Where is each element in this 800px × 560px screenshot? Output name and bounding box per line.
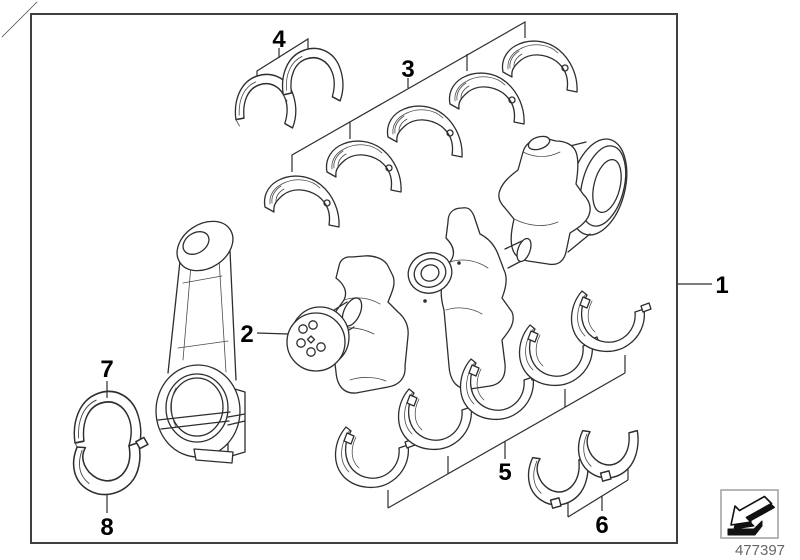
- callout-8[interactable]: 8: [100, 514, 113, 541]
- rod-bearing-shell-lower: [71, 436, 149, 498]
- thrust-washer-lower-1: [527, 456, 589, 509]
- crankshaft: [286, 135, 628, 394]
- corner-fold-mark: [1, 1, 38, 38]
- bracket-callout-6: [567, 466, 629, 518]
- callout-7[interactable]: 7: [100, 356, 113, 383]
- bearing-shell-upper-3: [386, 105, 463, 158]
- bearing-shell-lower-1: [334, 426, 416, 489]
- bracket-callout-3: [291, 20, 526, 172]
- bearing-shell-upper-5: [501, 40, 578, 93]
- bearing-shell-upper-2: [325, 140, 402, 193]
- callout-6[interactable]: 6: [595, 512, 608, 539]
- leader-callout-2: [256, 332, 289, 335]
- callout-2[interactable]: 2: [240, 321, 253, 348]
- connecting-rod: [155, 220, 246, 464]
- bracket-callout-5: [387, 355, 626, 509]
- bearing-shell-upper-4: [448, 72, 525, 125]
- callout-3[interactable]: 3: [401, 56, 414, 83]
- thrust-washer-lower-2: [577, 429, 639, 482]
- bearing-shell-lower-5: [570, 290, 652, 353]
- callout-1[interactable]: 1: [715, 272, 728, 299]
- callout-5[interactable]: 5: [498, 459, 511, 486]
- image-number: 477397: [735, 542, 785, 559]
- bearing-shell-upper-1: [263, 175, 340, 228]
- previous-arrow-icon[interactable]: [720, 489, 779, 539]
- diagram-frame: [30, 13, 678, 544]
- callout-4[interactable]: 4: [272, 26, 286, 53]
